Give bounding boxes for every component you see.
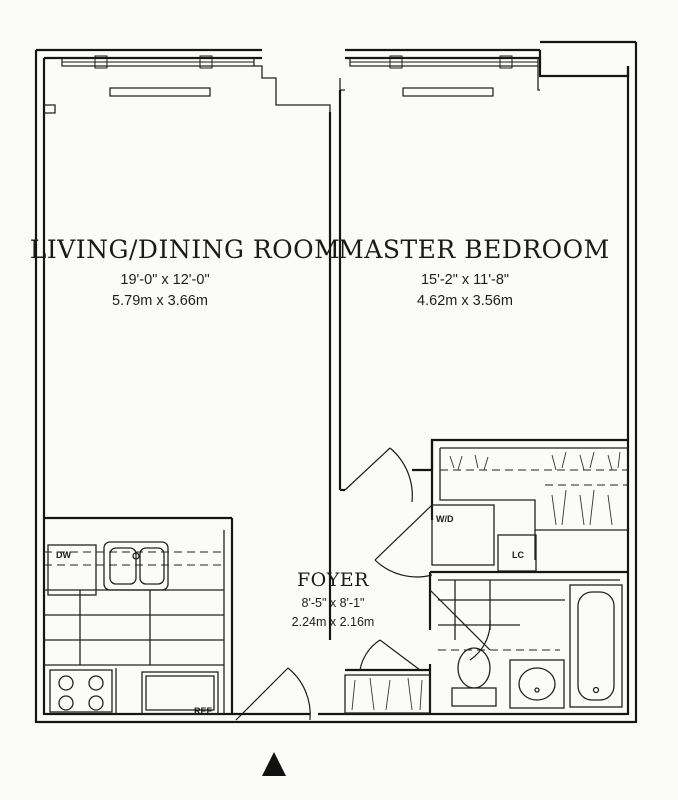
living-room-dim-imperial: 19'-0" x 12'-0" (120, 272, 209, 288)
bedroom-dim-imperial: 15'-2" x 11'-8" (421, 272, 509, 288)
dishwasher-label: DW (56, 550, 71, 560)
kitchen (44, 541, 224, 715)
entry-arrow-icon (262, 752, 286, 776)
interior-walls (44, 90, 628, 714)
linen-closet-label: LC (512, 550, 524, 560)
foyer-dim-metric: 2.24m x 2.16m (292, 615, 375, 629)
refrigerator-label: REF (194, 706, 213, 716)
bedroom-name: MASTER BEDROOM (338, 235, 610, 264)
living-room-dim-metric: 5.79m x 3.66m (112, 293, 208, 309)
foyer-closet (344, 674, 431, 714)
bathroom (438, 580, 623, 709)
windows (61, 55, 539, 97)
window-reveals (44, 65, 540, 114)
bedroom-closet (440, 451, 628, 526)
foyer-dim-imperial: 8'-5" x 8'-1" (302, 596, 365, 610)
doors (235, 447, 491, 721)
washer-dryer-label: W/D (436, 514, 454, 524)
foyer-name: FOYER (297, 569, 369, 591)
living-room-name: LIVING/DINING ROOM (30, 235, 341, 264)
bedroom-dim-metric: 4.62m x 3.56m (417, 293, 513, 309)
